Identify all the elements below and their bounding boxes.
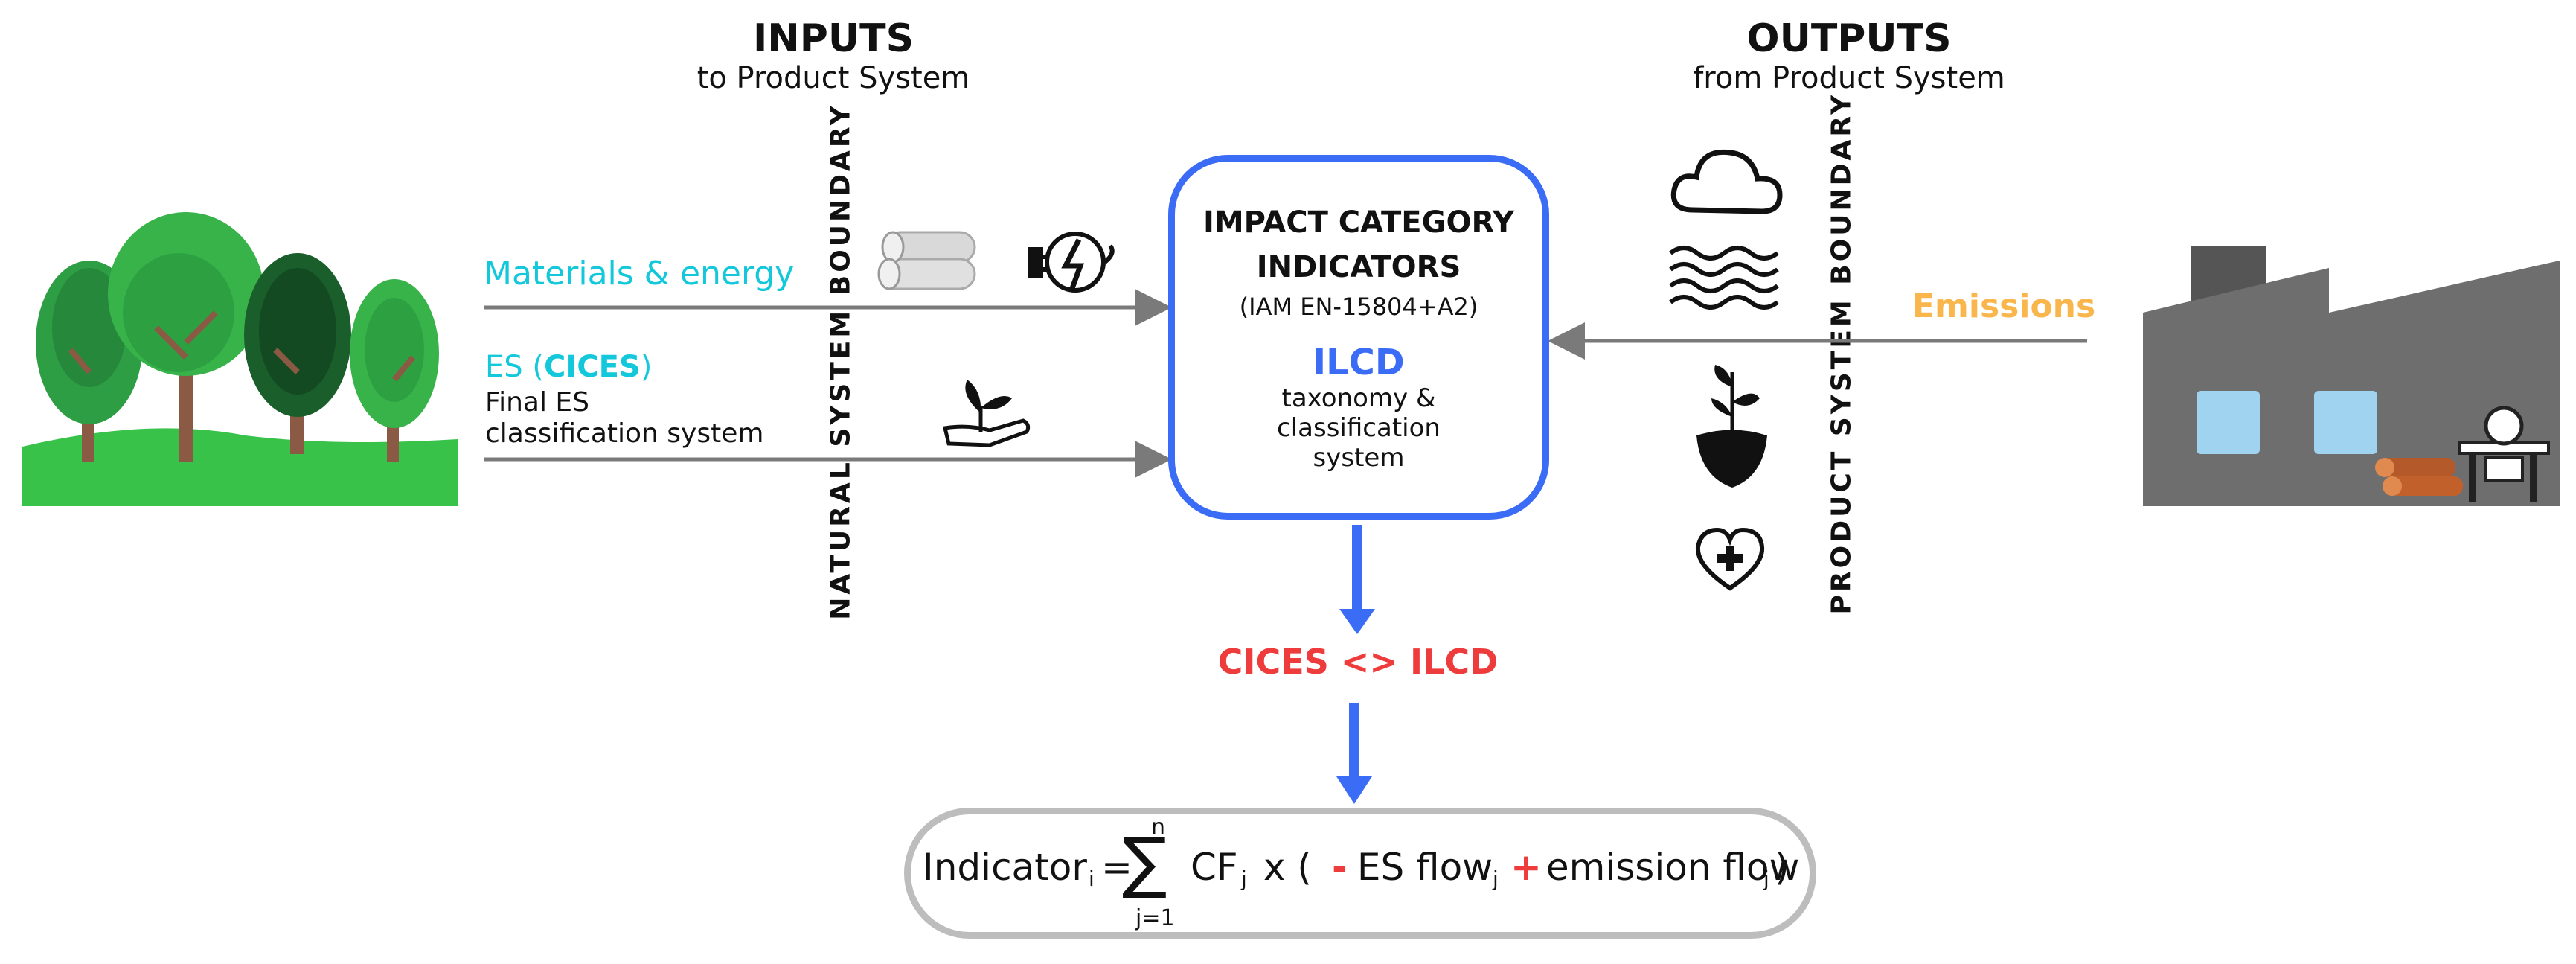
impact-to-mapping-arrow — [1339, 525, 1375, 634]
indicator-formula-box — [904, 808, 1816, 939]
es-cices-label: ES (CICES) — [485, 350, 653, 384]
impact-title-line1: IMPACT CATEGORY — [1202, 205, 1515, 240]
outputs-subtitle: from Product System — [1693, 61, 2005, 95]
plug-energy-icon — [1028, 232, 1115, 293]
heart-health-icon — [1695, 527, 1765, 591]
ilcd-label: ILCD — [1313, 342, 1405, 383]
impact-category-box: IMPACT CATEGORY INDICATORS (IAM EN-15804… — [1168, 155, 1549, 520]
es-description: Final ES classification system — [485, 387, 764, 449]
logs-icon — [877, 231, 976, 290]
trees-illustration — [22, 212, 458, 506]
emissions-label: Emissions — [1912, 287, 2096, 325]
formula-indicator: Indicator — [923, 846, 1087, 889]
mapping-to-formula-arrow — [1336, 703, 1372, 804]
formula-plus: + — [1510, 846, 1542, 889]
sum-upper-limit: n — [1151, 814, 1166, 840]
formula-minus: - — [1332, 846, 1348, 889]
outputs-title: OUTPUTS — [1746, 16, 1952, 61]
soil-plant-icon — [1696, 365, 1767, 488]
ilcd-desc-line1: taxonomy & — [1281, 383, 1436, 413]
impact-method: (IAM EN-15804+A2) — [1239, 293, 1478, 321]
ilcd-desc-line2: classification — [1277, 413, 1441, 443]
ilcd-desc-line3: system — [1313, 443, 1405, 473]
factory-illustration — [2143, 246, 2560, 506]
materials-energy-label: Materials & energy — [484, 255, 795, 293]
cloud-icon — [1670, 149, 1783, 214]
plant-hand-icon — [942, 380, 1031, 447]
impact-title-line2: INDICATORS — [1256, 250, 1461, 284]
sigma-symbol: ∑ — [1122, 823, 1167, 901]
indicator-formula: Indicator i = n ∑ j=1 CF j x ( - ES flow… — [923, 814, 1800, 931]
cices-ilcd-mapping-label: CICES <> ILCD — [1217, 642, 1499, 682]
inputs-subtitle: to Product System — [696, 61, 970, 95]
inputs-title: INPUTS — [752, 16, 914, 61]
water-waves-icon — [1669, 246, 1779, 310]
sum-lower-limit: j=1 — [1135, 905, 1175, 931]
